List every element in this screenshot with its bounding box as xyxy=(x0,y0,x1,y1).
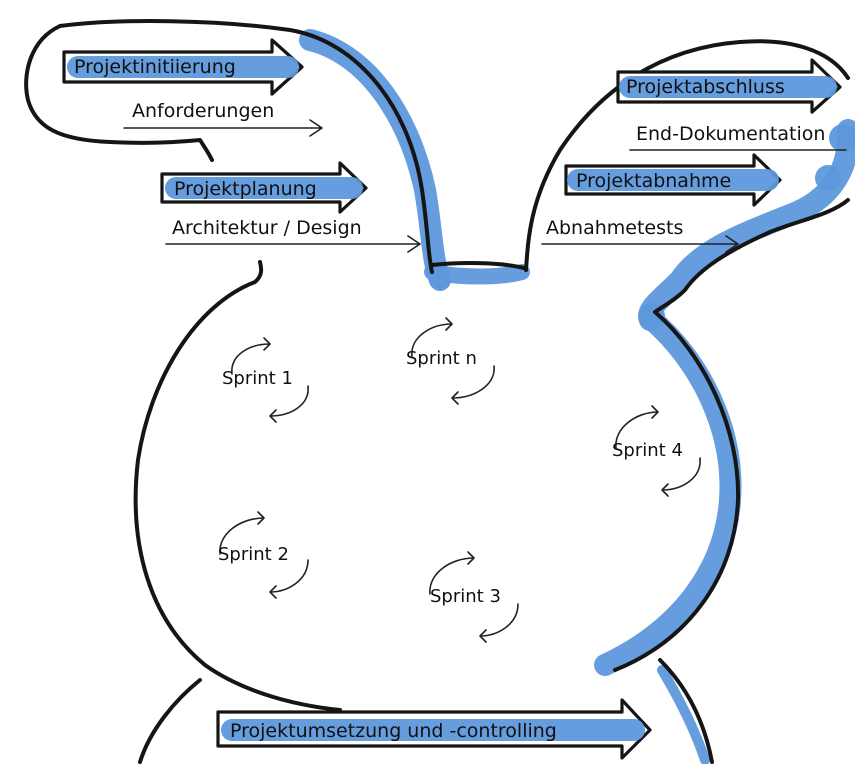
phase-arrow-closing: Projektabschluss xyxy=(616,58,842,114)
cycle-arrows-icon xyxy=(219,511,309,599)
note-documentation: End-Dokumentation xyxy=(629,123,847,151)
phase-initiation-label: Projektinitiierung xyxy=(74,56,236,78)
hl-dot-left xyxy=(429,267,451,289)
sprint-n-label: Sprint n xyxy=(406,348,477,369)
phase-execution-label: Projektumsetzung und -controlling xyxy=(230,720,557,742)
thin-arrow-icon xyxy=(541,235,739,253)
cycle-arrows-icon xyxy=(411,317,495,405)
note-acceptance-tests: Abnahmetests xyxy=(541,217,739,253)
phase-arrow-initiation: Projektinitiierung xyxy=(62,38,304,96)
sprint-4-label: Sprint 4 xyxy=(612,440,683,461)
sprint-1: Sprint 1 xyxy=(222,337,309,423)
note-architecture: Architektur / Design xyxy=(165,217,421,253)
cycle-arrows-icon xyxy=(615,405,701,497)
sprint-3-label: Sprint 3 xyxy=(430,586,501,607)
note-acceptance-tests-label: Abnahmetests xyxy=(546,217,683,239)
outline-highlight xyxy=(299,29,855,764)
cycle-arrows-icon xyxy=(429,551,519,643)
bunny-outline xyxy=(24,19,850,764)
note-requirements-label: Anforderungen xyxy=(132,100,274,122)
note-architecture-label: Architektur / Design xyxy=(172,217,362,239)
note-documentation-label: End-Dokumentation xyxy=(636,123,825,145)
phase-closing-label: Projektabschluss xyxy=(626,76,785,98)
thin-arrow-icon xyxy=(165,235,421,253)
hl-dot-ear-top xyxy=(829,124,855,152)
sprint-2-label: Sprint 2 xyxy=(218,544,289,565)
hl-dot-ear xyxy=(815,165,841,191)
sprint-1-label: Sprint 1 xyxy=(222,368,293,389)
sprint-n: Sprint n xyxy=(406,317,495,405)
phase-arrow-acceptance: Projektabnahme xyxy=(564,153,782,207)
phase-arrow-planning: Projektplanung xyxy=(160,161,368,214)
note-requirements: Anforderungen xyxy=(123,100,323,137)
phase-planning-label: Projektplanung xyxy=(174,178,317,200)
sprint-2: Sprint 2 xyxy=(218,511,309,599)
sprint-3: Sprint 3 xyxy=(429,551,519,643)
sprint-4: Sprint 4 xyxy=(612,405,701,497)
cycle-arrows-icon xyxy=(231,337,309,423)
phase-arrow-execution: Projektumsetzung und -controlling xyxy=(216,698,652,760)
phase-acceptance-label: Projektabnahme xyxy=(576,170,731,192)
thin-arrow-icon xyxy=(123,119,323,137)
